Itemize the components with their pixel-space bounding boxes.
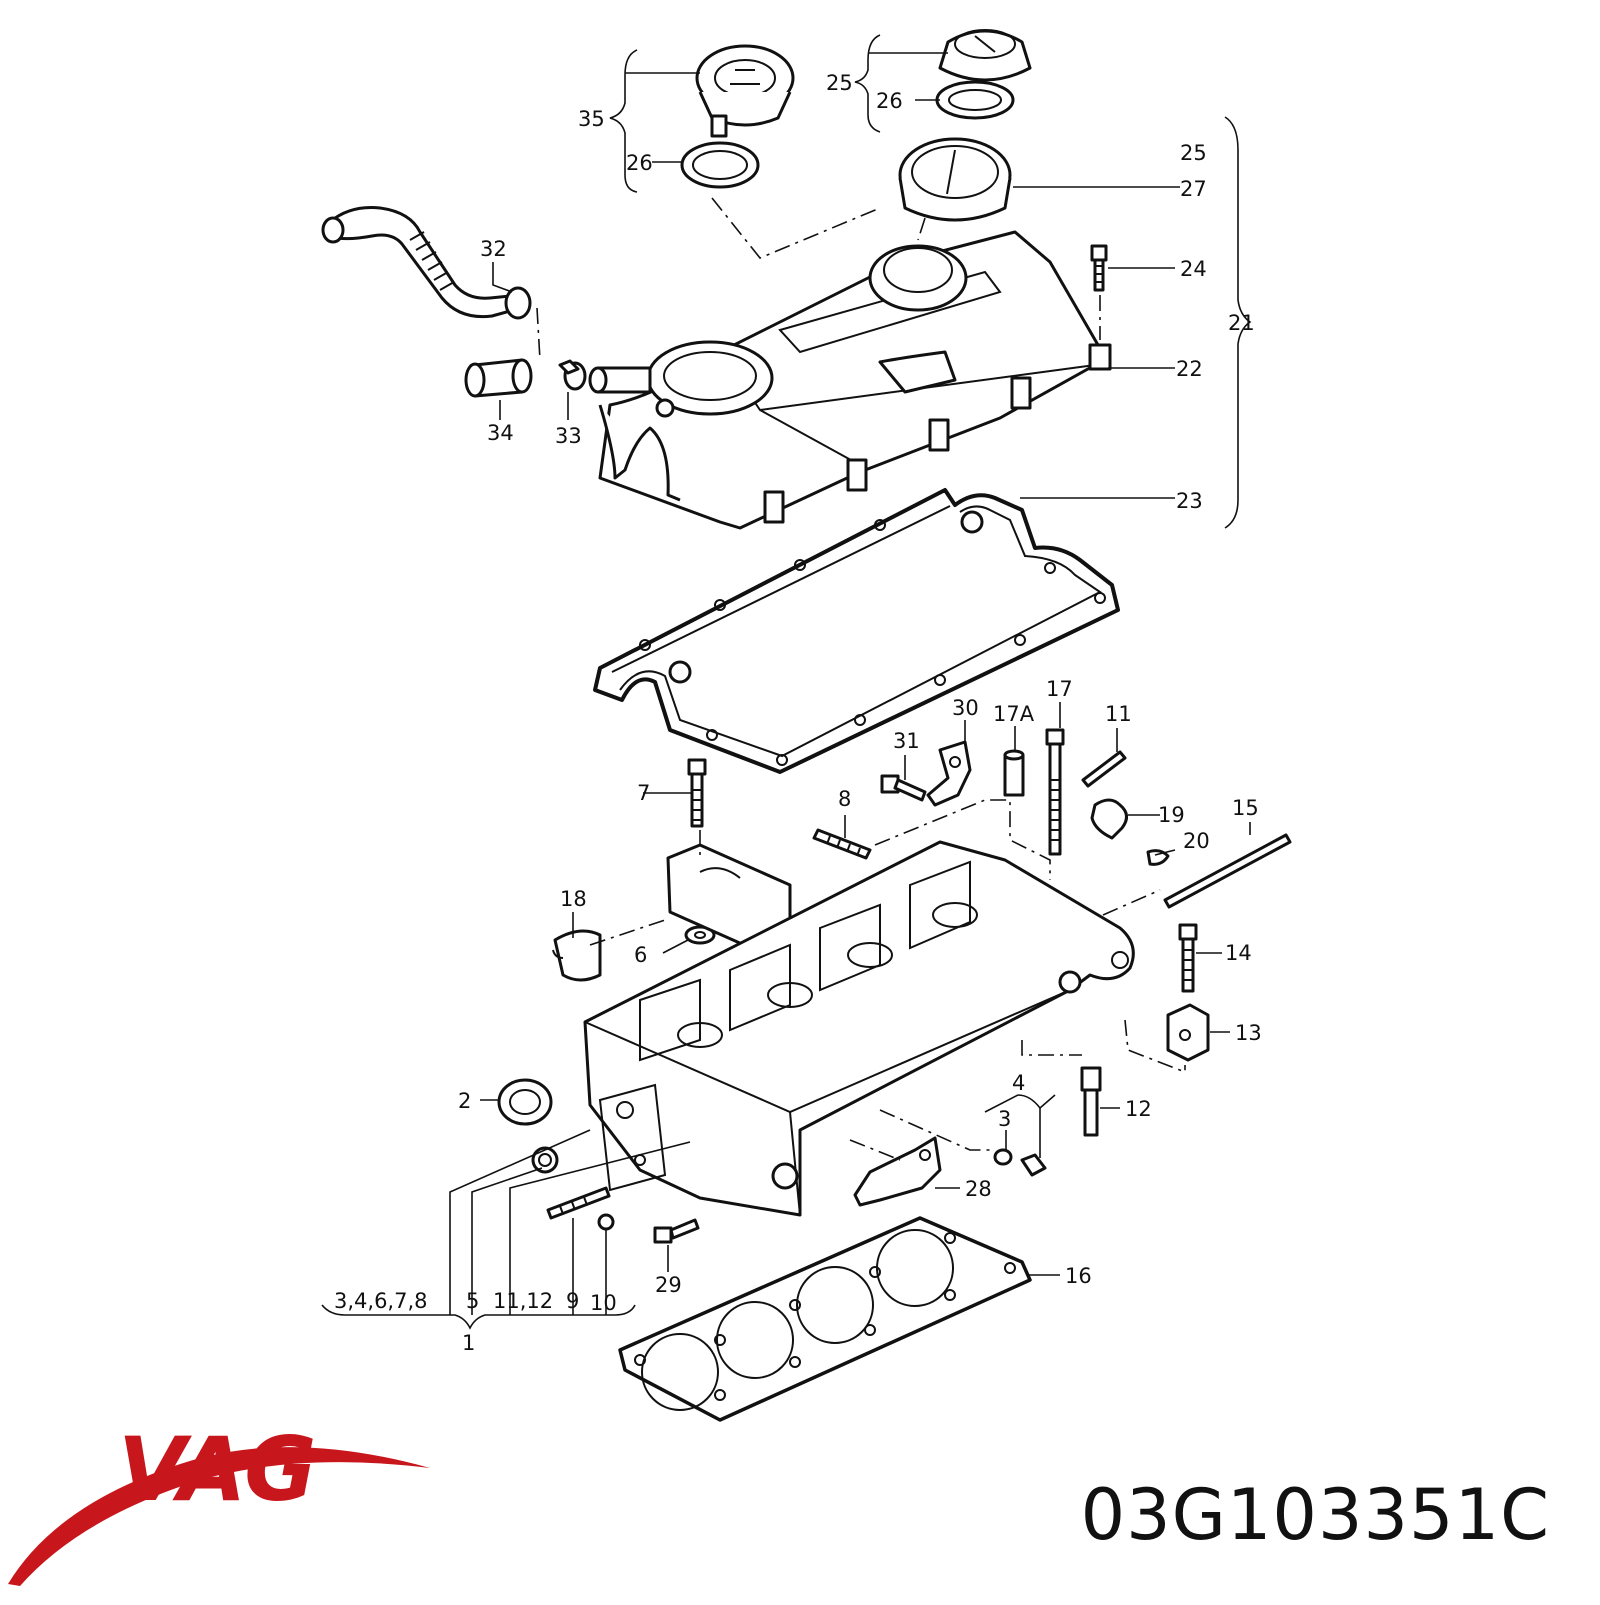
callout-16: 16 bbox=[1065, 1264, 1092, 1288]
callout-8: 8 bbox=[838, 787, 851, 811]
washer-3 bbox=[993, 1148, 1013, 1166]
cylinder-head-1 bbox=[583, 840, 1135, 1217]
bolt-24 bbox=[1090, 244, 1108, 292]
callout-3: 3 bbox=[998, 1107, 1011, 1131]
callout-27: 27 bbox=[1180, 177, 1207, 201]
filler-neck-27 bbox=[898, 137, 1012, 222]
oil-filler-cap-25 bbox=[938, 29, 1032, 82]
bolt-14 bbox=[1178, 923, 1198, 993]
callout-31: 31 bbox=[893, 729, 920, 753]
callout-34: 34 bbox=[487, 421, 514, 445]
callout-26-right: 26 bbox=[876, 89, 903, 113]
callout-11: 11 bbox=[1105, 702, 1132, 726]
stud-9 bbox=[546, 1186, 611, 1220]
ball-10 bbox=[597, 1213, 615, 1231]
alignment-lines bbox=[536, 197, 1186, 1161]
callout-17A: 17A bbox=[993, 702, 1035, 726]
callout-24: 24 bbox=[1180, 257, 1207, 281]
callout-labels: 35 26 25 26 25 27 24 21 22 23 32 34 33 3… bbox=[334, 71, 1262, 1355]
callout-1: 1 bbox=[462, 1331, 475, 1355]
oil-filler-cap-35 bbox=[695, 44, 795, 138]
callout-29: 29 bbox=[655, 1273, 682, 1297]
breather-hose-32 bbox=[321, 206, 532, 320]
callout-15: 15 bbox=[1232, 796, 1259, 820]
callout-21: 21 bbox=[1228, 311, 1255, 335]
callout-23: 23 bbox=[1176, 489, 1203, 513]
bolt-4 bbox=[1020, 1153, 1047, 1177]
bolt-17 bbox=[1045, 728, 1065, 856]
callout-4: 4 bbox=[1012, 1071, 1025, 1095]
callout-18: 18 bbox=[560, 887, 587, 911]
callout-35: 35 bbox=[578, 107, 605, 131]
callout-26-left: 26 bbox=[626, 151, 653, 175]
bracket-30 bbox=[926, 740, 972, 807]
bolt-29 bbox=[653, 1218, 700, 1244]
head-gasket-16 bbox=[618, 1216, 1032, 1422]
logo-wordmark: VAG bbox=[118, 1418, 314, 1521]
stud-8 bbox=[812, 828, 872, 860]
callout-7: 7 bbox=[637, 781, 650, 805]
callout-13: 13 bbox=[1235, 1021, 1262, 1045]
callout-12: 12 bbox=[1125, 1097, 1152, 1121]
clamp-block-13 bbox=[1166, 1003, 1210, 1062]
hose-clamp-33 bbox=[558, 359, 587, 391]
callout-6: 6 bbox=[634, 943, 647, 967]
o-ring-26-right bbox=[935, 80, 1015, 120]
callout-25-right: 25 bbox=[1180, 141, 1207, 165]
bearing-shell-18 bbox=[552, 929, 602, 982]
pin-11 bbox=[1081, 750, 1127, 788]
cover-gasket-23 bbox=[593, 488, 1120, 774]
callout-33: 33 bbox=[555, 424, 582, 448]
callout-9: 9 bbox=[566, 1289, 579, 1313]
bolt-7 bbox=[687, 758, 707, 828]
o-ring-26-left bbox=[680, 141, 760, 189]
callout-2: 2 bbox=[458, 1089, 471, 1113]
callout-32: 32 bbox=[480, 237, 507, 261]
vag-logo: VAG bbox=[8, 1418, 430, 1586]
rod-15 bbox=[1163, 833, 1292, 909]
callout-3-4-6-7-8: 3,4,6,7,8 bbox=[334, 1289, 428, 1313]
callout-20: 20 bbox=[1183, 829, 1210, 853]
seal-5 bbox=[531, 1146, 559, 1174]
callout-10: 10 bbox=[590, 1291, 617, 1315]
callout-11-12: 11,12 bbox=[493, 1289, 553, 1313]
bolt-31 bbox=[880, 774, 927, 802]
callout-5: 5 bbox=[466, 1289, 479, 1313]
callout-28: 28 bbox=[965, 1177, 992, 1201]
bracket-28 bbox=[853, 1136, 942, 1207]
clip-19 bbox=[1090, 798, 1128, 840]
callout-25-top: 25 bbox=[826, 71, 853, 95]
seal-2 bbox=[497, 1078, 553, 1126]
cylinder-head-cover-21 bbox=[588, 230, 1112, 530]
part-number: 03G103351C bbox=[1080, 1474, 1550, 1556]
sleeve-34 bbox=[464, 358, 533, 398]
sleeve-17A bbox=[1003, 749, 1025, 797]
callout-14: 14 bbox=[1225, 941, 1252, 965]
clip-20 bbox=[1146, 849, 1170, 866]
injector-12 bbox=[1080, 1066, 1102, 1137]
callout-22: 22 bbox=[1176, 357, 1203, 381]
callout-17: 17 bbox=[1046, 677, 1073, 701]
logo-swoosh bbox=[8, 1447, 430, 1586]
leader-lines bbox=[321, 34, 1252, 1330]
callout-30: 30 bbox=[952, 696, 979, 720]
callout-19: 19 bbox=[1158, 803, 1185, 827]
washer-6 bbox=[684, 925, 716, 945]
